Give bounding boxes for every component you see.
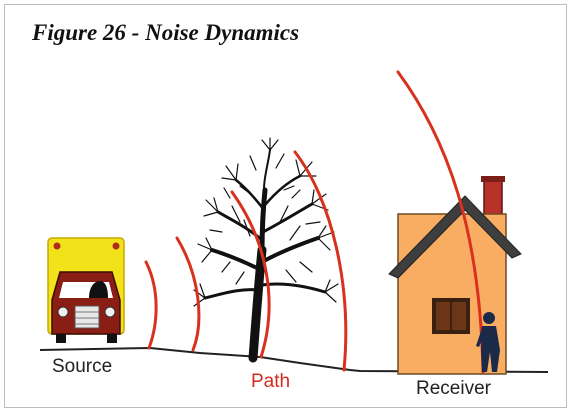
person-icon <box>476 312 500 372</box>
ground-line <box>39 346 549 373</box>
sound-wave-4 <box>293 150 348 372</box>
sound-wave-3 <box>230 190 271 359</box>
source-label: Source <box>52 356 113 377</box>
truck-icon <box>47 237 125 343</box>
figure-title: Figure 26 - Noise Dynamics <box>32 20 300 45</box>
sound-waves <box>144 70 485 374</box>
sound-wave-1 <box>144 260 158 350</box>
receiver-label: Receiver <box>416 378 491 399</box>
house-icon <box>388 176 522 375</box>
tree-icon <box>193 137 339 363</box>
path-label: Path <box>251 371 291 392</box>
sound-wave-5 <box>396 70 485 374</box>
sound-wave-2 <box>175 236 201 352</box>
